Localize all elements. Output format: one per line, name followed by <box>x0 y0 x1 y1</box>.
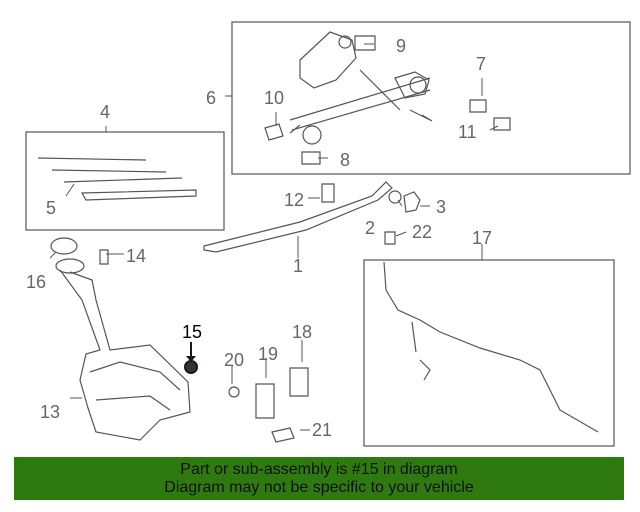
washer-hose-drawing <box>383 261 599 433</box>
banner-line-2: Diagram may not be specific to your vehi… <box>164 478 474 496</box>
callout-3: 3 <box>436 197 446 217</box>
info-banner: Part or sub-assembly is #15 in diagram D… <box>14 457 624 500</box>
wiper-linkage-box <box>231 21 631 175</box>
part-22-drawing <box>384 231 396 245</box>
callout-21: 21 <box>312 420 332 440</box>
callout-10: 10 <box>264 88 284 108</box>
callout-1: 1 <box>293 256 303 276</box>
washer-hose-box <box>363 259 615 447</box>
callout-15[interactable]: 15 <box>182 322 202 342</box>
part-2-drawing <box>388 190 402 204</box>
callout-9: 9 <box>396 36 406 56</box>
callout-13: 13 <box>40 402 60 422</box>
callout-14: 14 <box>126 246 146 266</box>
callout-6: 6 <box>206 88 216 108</box>
wiper-linkage-drawing <box>264 31 511 165</box>
part-12-drawing <box>321 183 335 203</box>
connector-21-drawing <box>271 427 295 443</box>
callout-19: 19 <box>258 344 278 364</box>
wiper-blade-box <box>25 131 225 231</box>
washer-reservoir-drawing <box>50 237 191 441</box>
callout-22: 22 <box>412 222 432 242</box>
callout-20: 20 <box>224 350 244 370</box>
grommet-20-drawing <box>228 386 240 398</box>
pump-19-drawing <box>255 383 275 419</box>
callout-11: 11 <box>458 122 477 142</box>
wiper-blades-drawing <box>37 157 197 201</box>
callout-8: 8 <box>340 150 350 170</box>
diagram-canvas: 1 2 3 4 5 6 7 8 9 10 11 12 13 14 15 16 1… <box>25 21 631 447</box>
pump-18-drawing <box>289 367 309 397</box>
callout-2: 2 <box>365 218 375 238</box>
callout-18: 18 <box>292 322 312 342</box>
banner-line-1: Part or sub-assembly is #15 in diagram <box>180 460 458 478</box>
callout-7: 7 <box>476 54 486 74</box>
callout-16: 16 <box>26 272 46 292</box>
part-3-drawing <box>403 191 421 213</box>
callout-5: 5 <box>46 198 56 218</box>
callout-17: 17 <box>472 228 492 248</box>
part-15-highlight[interactable] <box>184 342 198 374</box>
callout-4: 4 <box>100 102 110 122</box>
wiper-arm-drawing <box>203 181 393 253</box>
callout-12: 12 <box>284 190 304 210</box>
